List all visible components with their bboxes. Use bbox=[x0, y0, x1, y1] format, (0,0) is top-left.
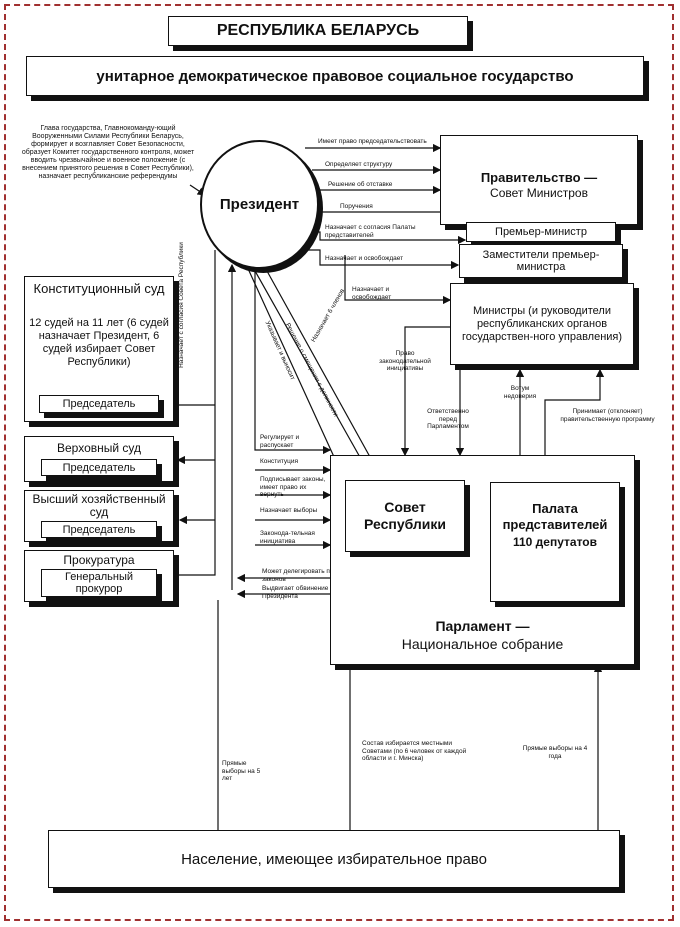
label-courts-link: Назначает с согласия Совета Республики bbox=[178, 242, 185, 368]
label-constitution: Конституция bbox=[260, 458, 299, 465]
label-structure: Определяет структуру bbox=[325, 161, 393, 168]
label-responsible: Ответственно перед Парламентом bbox=[427, 408, 469, 430]
header-title: РЕСПУБЛИКА БЕЛАРУСЬ bbox=[168, 16, 468, 46]
page-frame bbox=[4, 4, 674, 921]
label-votes: Вотум недоверия bbox=[503, 385, 537, 400]
prosecutor-title: Прокуратура bbox=[63, 553, 135, 567]
prosecutor-office: Прокуратура Генеральный прокурор bbox=[24, 550, 174, 602]
prime-minister: Премьер-министр bbox=[466, 222, 616, 242]
president-description: Глава государства, Главнокоманду-ющий Во… bbox=[21, 125, 195, 180]
prosecutor-chair: Генеральный прокурор bbox=[41, 569, 157, 597]
label-elections: Назначает выборы bbox=[260, 507, 318, 514]
label-appoint-deputies: Назначает и освобождает bbox=[325, 255, 404, 262]
constitutional-court: Конституционный суд 12 судей на 11 лет (… bbox=[24, 276, 174, 422]
arrow-appoint-deputies bbox=[285, 249, 460, 270]
parliament-subtitle: Национальное собрание bbox=[401, 636, 564, 652]
label-initiative: Законода-тельная инициатива bbox=[260, 530, 315, 545]
population-box: Население, имеющее избирательное право bbox=[48, 830, 620, 888]
house-of-representatives: Палата представителей 110 депутатов bbox=[490, 482, 620, 602]
council-of-republic: Совет Республики bbox=[345, 480, 465, 552]
president-node: Президент bbox=[200, 140, 319, 269]
constitutional-court-text: 12 судей на 11 лет (6 судей назначает Пр… bbox=[29, 317, 169, 368]
government-box: Правительство — Совет Министров bbox=[440, 135, 638, 225]
government-title: Правительство — bbox=[480, 170, 598, 185]
label-local: Состав избирается местными Советами (по … bbox=[362, 740, 467, 762]
economic-court: Высший хозяйственный суд Председатель bbox=[24, 490, 174, 542]
ministers: Министры (и руководители республиканских… bbox=[450, 283, 634, 365]
constitutional-court-title: Конституционный суд bbox=[33, 281, 165, 296]
label-orders: Поручения bbox=[340, 203, 373, 210]
house-title: Палата представителей bbox=[502, 501, 608, 532]
label-appoint-ministers: Назначает и освобождает bbox=[352, 286, 392, 301]
supreme-chair: Председатель bbox=[41, 459, 157, 476]
house-deputies: 110 депутатов bbox=[512, 535, 598, 549]
label-approves: Принимает (отклоняет) правительственную … bbox=[560, 408, 655, 423]
label-gov-leg: Право законодательной инициативы bbox=[379, 350, 431, 372]
deputy-pm: Заместители премьер-министра bbox=[459, 244, 623, 278]
label-laws: Подписывает законы, имеет право их верну… bbox=[260, 476, 326, 498]
header-subtitle: унитарное демократическое правовое социа… bbox=[26, 56, 644, 96]
arrow-diag3 bbox=[244, 261, 341, 472]
label-preside: Имеет право председательствовать bbox=[318, 138, 427, 145]
arrow-diag1 bbox=[261, 261, 381, 477]
parliament-title: Парламент — bbox=[435, 618, 530, 634]
arrow-gov-leg bbox=[400, 326, 455, 457]
label-appoint-pm: Назначает с согласия Палаты представител… bbox=[325, 224, 416, 239]
arrow-appoint-ministers bbox=[344, 255, 452, 305]
label-resign: Решение об отставке bbox=[328, 181, 393, 188]
economic-chair: Председатель bbox=[41, 521, 157, 538]
supreme-court-title: Верховный суд bbox=[56, 441, 142, 455]
economic-court-title: Высший хозяйственный суд bbox=[32, 492, 166, 519]
arrow-diag2 bbox=[249, 260, 371, 476]
government-subtitle: Совет Министров bbox=[490, 186, 588, 200]
arrow-dissolve bbox=[254, 270, 332, 455]
arrow-approves bbox=[544, 368, 605, 455]
supreme-court: Верховный суд Председатель bbox=[24, 436, 174, 482]
label-direct4: Прямые выборы на 4 года bbox=[522, 745, 588, 760]
label-dissolve: Регулирует и распускает bbox=[260, 434, 300, 449]
label-direct5: Прямые выборы на 5 лет bbox=[222, 760, 261, 782]
constitutional-chair: Председатель bbox=[39, 395, 159, 413]
